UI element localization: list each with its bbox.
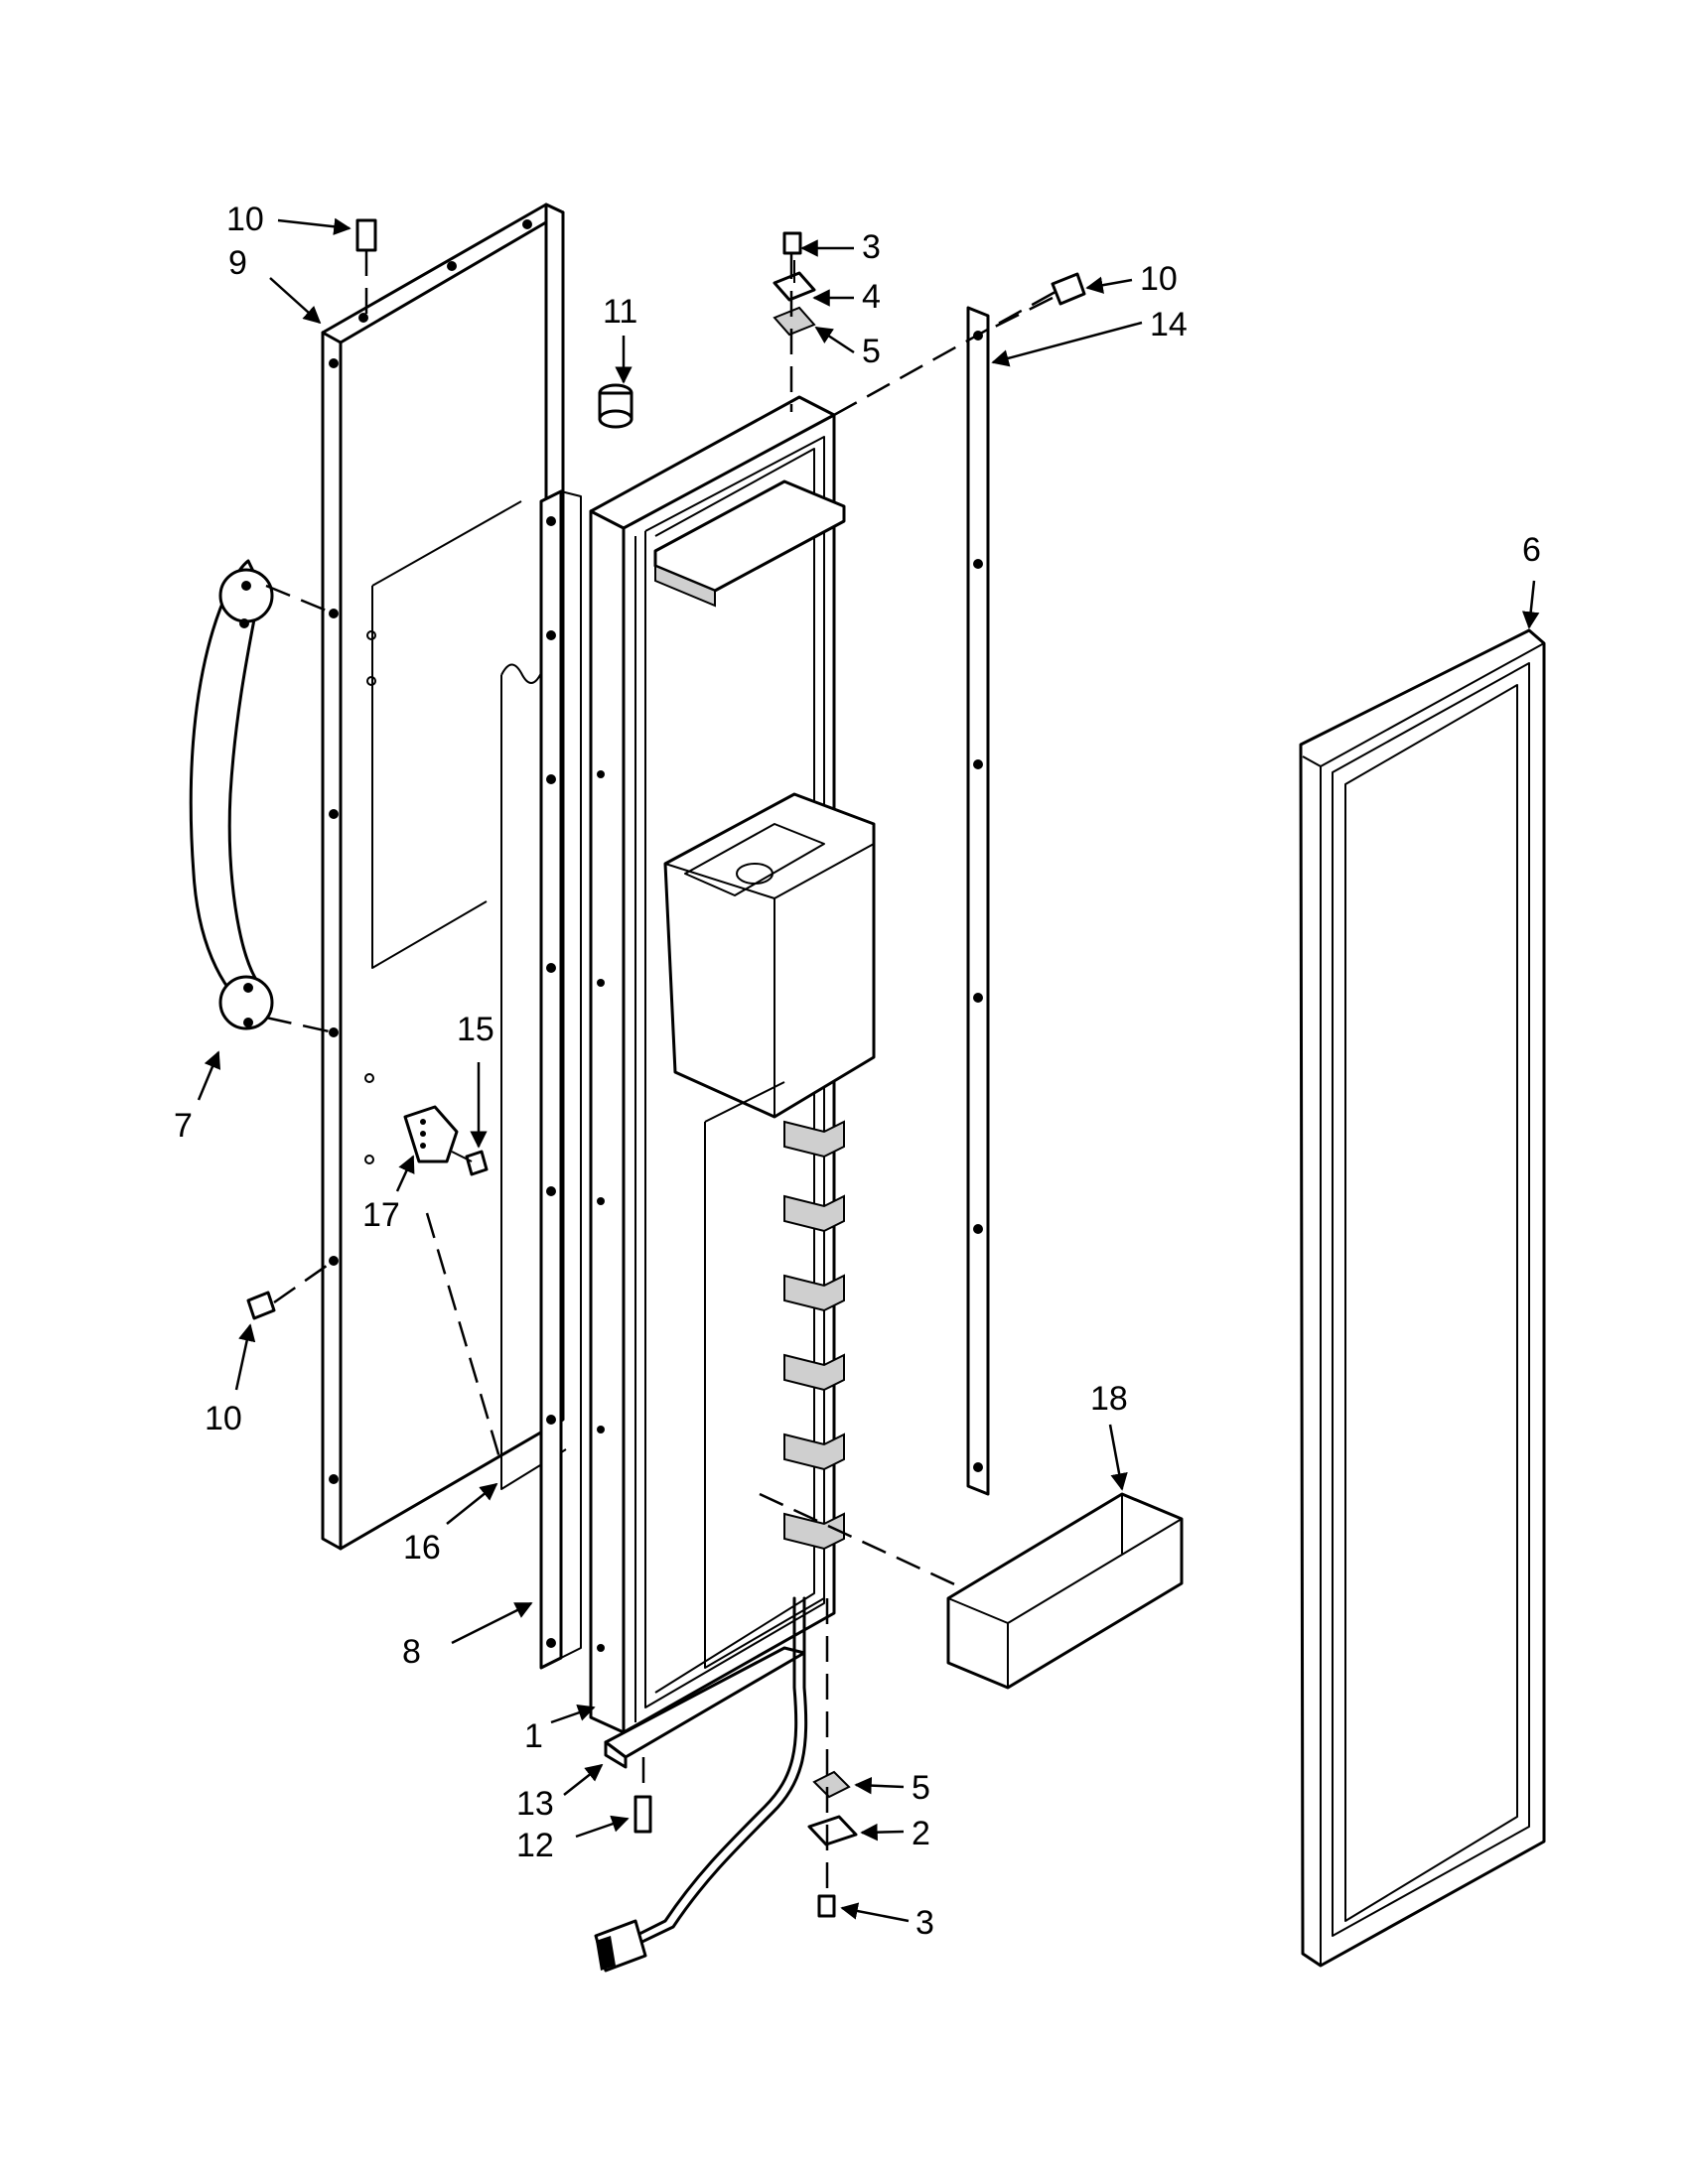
callout-8: 8 <box>402 1633 421 1671</box>
hinge-top-parts <box>773 231 816 412</box>
callout-5-bottom: 5 <box>912 1769 930 1807</box>
callout-13: 13 <box>516 1785 554 1823</box>
wire-harness <box>594 1596 808 1973</box>
cap-part-11 <box>598 383 633 429</box>
callout-11: 11 <box>603 293 637 331</box>
callout-9: 9 <box>228 244 247 282</box>
callout-1: 1 <box>524 1717 543 1755</box>
screw-part-15 <box>451 1150 489 1176</box>
callout-arrows <box>197 217 1540 1923</box>
callout-2: 2 <box>912 1815 930 1852</box>
callout-15: 15 <box>457 1011 494 1048</box>
callout-14: 14 <box>1150 306 1188 343</box>
door-gasket-part-6 <box>1299 628 1546 1968</box>
callout-10-top-left: 10 <box>226 201 264 238</box>
callout-6: 6 <box>1522 531 1541 569</box>
screw-part-12 <box>633 1757 652 1834</box>
screw-part-10-top-left <box>355 218 377 316</box>
callout-18: 18 <box>1090 1380 1128 1418</box>
callout-3-top: 3 <box>862 228 881 266</box>
callout-10-top-right: 10 <box>1140 260 1178 298</box>
callout-12: 12 <box>516 1827 554 1864</box>
callout-17: 17 <box>362 1196 400 1234</box>
callout-16: 16 <box>403 1529 441 1567</box>
outer-door-panel-part-9 <box>321 203 565 1551</box>
callout-10-bottom-left: 10 <box>205 1400 242 1437</box>
door-bin-part-18 <box>759 1492 1184 1690</box>
callout-7: 7 <box>174 1107 193 1145</box>
side-trim-part-14 <box>833 286 1063 1496</box>
door-handle-part-7 <box>189 559 335 1034</box>
screw-part-10-bottom-left <box>246 1259 335 1320</box>
callout-3-bottom: 3 <box>915 1904 934 1942</box>
callout-5-top: 5 <box>862 333 881 370</box>
side-trim-part-8 <box>539 489 582 1670</box>
hinge-bottom-parts <box>807 1598 858 1918</box>
door-liner-part-1 <box>589 395 876 1734</box>
screw-part-10-top-right <box>992 272 1086 330</box>
callout-4: 4 <box>862 278 881 316</box>
callout-labels: 10 9 11 3 4 5 10 14 6 15 7 17 10 18 16 8… <box>174 201 1541 1942</box>
clip-part-17 <box>403 1105 459 1163</box>
door-shelf-brackets <box>783 1120 845 1551</box>
